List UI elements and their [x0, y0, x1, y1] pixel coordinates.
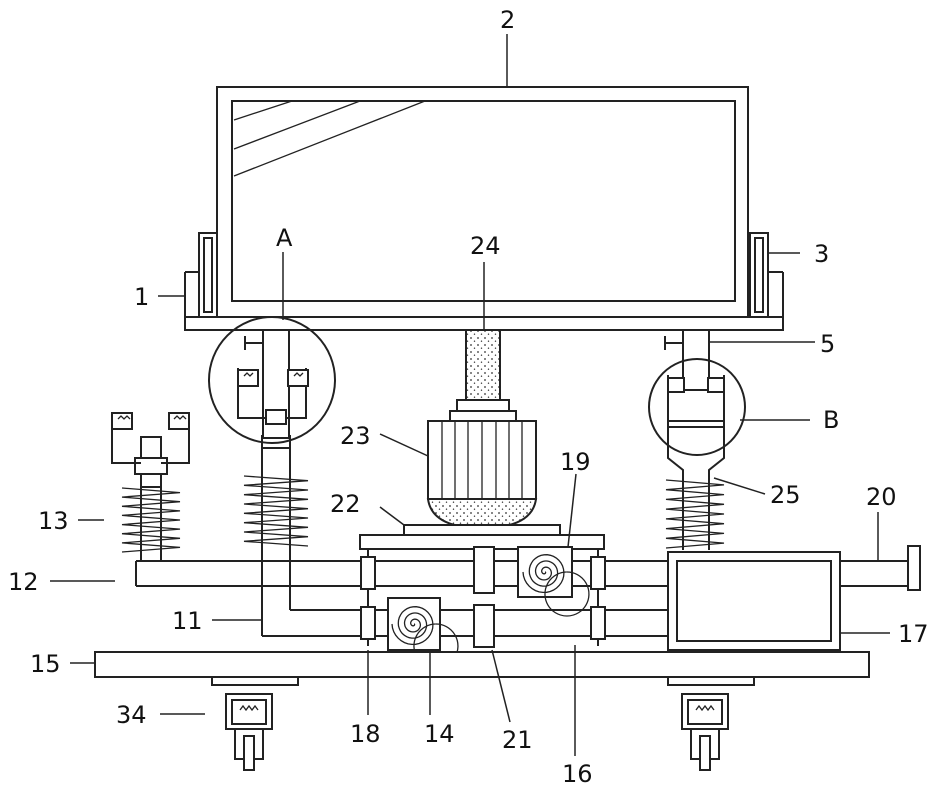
label-20: 20: [866, 483, 897, 511]
motor: [428, 400, 536, 528]
label-17: 17: [898, 620, 929, 648]
label-12: 12: [8, 568, 39, 596]
label-21: 21: [502, 726, 533, 754]
label-b: B: [823, 406, 839, 434]
detail-a: [209, 317, 335, 443]
label-22: 22: [330, 490, 361, 518]
label-14: 14: [424, 720, 455, 748]
display-panel: [217, 87, 748, 317]
label-16: 16: [562, 760, 593, 788]
label-19: 19: [560, 448, 591, 476]
right-housing: [668, 546, 920, 650]
label-5: 5: [820, 330, 835, 358]
detail-b: [649, 330, 745, 550]
label-34: 34: [116, 701, 147, 729]
label-13: 13: [38, 507, 69, 535]
springs: [122, 476, 724, 552]
label-3: 3: [814, 240, 829, 268]
caster-left: [212, 677, 298, 770]
label-24: 24: [470, 232, 501, 260]
label-a: A: [276, 224, 293, 252]
label-15: 15: [30, 650, 61, 678]
label-25: 25: [770, 481, 801, 509]
label-1: 1: [134, 283, 149, 311]
label-11: 11: [172, 607, 203, 635]
dotted-spindle: [466, 330, 500, 408]
caster-right: [668, 677, 754, 770]
label-23: 23: [340, 422, 371, 450]
base-plate: [95, 652, 869, 677]
label-2: 2: [500, 6, 515, 34]
label-18: 18: [350, 720, 381, 748]
